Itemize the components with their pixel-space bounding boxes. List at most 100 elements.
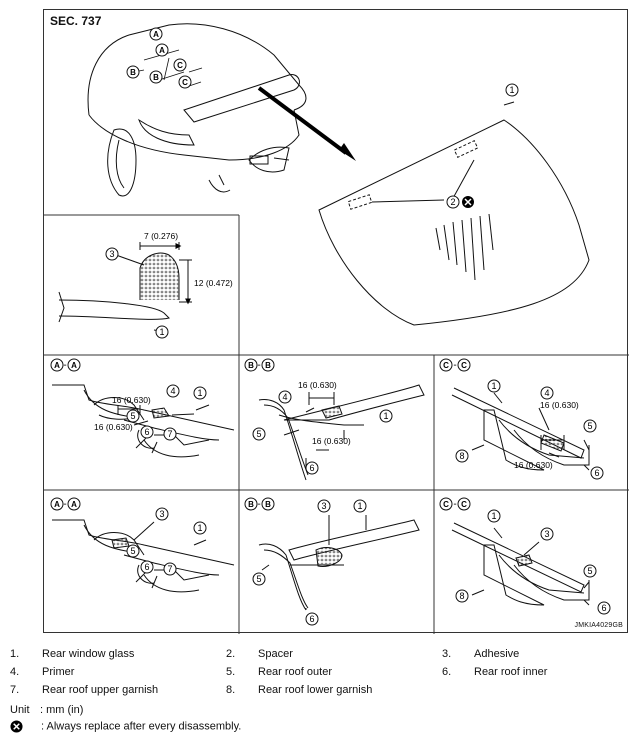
callout-label: 1 bbox=[491, 381, 496, 391]
section-callout: C bbox=[178, 75, 192, 89]
section-callout: C bbox=[457, 358, 471, 372]
section-separator: - bbox=[453, 360, 456, 371]
part-callout: 3 bbox=[155, 507, 169, 521]
callout-label: 1 bbox=[509, 85, 514, 95]
part-callout: 6 bbox=[140, 560, 154, 574]
callout-label: 3 bbox=[109, 249, 114, 259]
section-callout: A bbox=[67, 358, 81, 372]
callout-label: 4 bbox=[170, 386, 175, 396]
legend-label: Rear roof upper garnish bbox=[42, 684, 159, 696]
dimension-label: 16 (0.630) bbox=[540, 400, 579, 410]
part-callout: 6 bbox=[305, 612, 319, 626]
part-callout: 1 bbox=[487, 379, 501, 393]
callout-label: 5 bbox=[256, 574, 261, 584]
callout-label: 8 bbox=[459, 451, 464, 461]
section-callout: B bbox=[261, 497, 275, 511]
callout-label: 3 bbox=[321, 501, 326, 511]
section-c-c-bottom bbox=[451, 522, 590, 606]
section-separator: - bbox=[63, 360, 66, 371]
legend-label: Rear window glass bbox=[42, 648, 135, 660]
callout-label: A bbox=[159, 46, 165, 55]
unit-line: Unit: mm (in) bbox=[10, 704, 83, 716]
part-callout: 1 bbox=[193, 521, 207, 535]
legend-num: 6. bbox=[442, 666, 452, 678]
section-callout: A bbox=[67, 497, 81, 511]
part-callout: 1 bbox=[487, 509, 501, 523]
part-callout: 3 bbox=[540, 527, 554, 541]
part-callout: 2 bbox=[446, 195, 460, 209]
section-callout: B bbox=[244, 358, 258, 372]
legend-label: Rear roof lower garnish bbox=[258, 684, 373, 696]
section-b-b-bottom bbox=[258, 515, 420, 611]
part-callout: 1 bbox=[505, 83, 519, 97]
part-callout: 8 bbox=[455, 449, 469, 463]
part-callout: 5 bbox=[252, 572, 266, 586]
part-callout: 3 bbox=[317, 499, 331, 513]
part-callout: 5 bbox=[583, 564, 597, 578]
callout-label: 1 bbox=[491, 511, 496, 521]
section-b-b-top bbox=[258, 384, 425, 481]
callout-label: 5 bbox=[130, 546, 135, 556]
legend-num: 4. bbox=[10, 666, 20, 678]
section-callout: C bbox=[439, 358, 453, 372]
section-callout: B bbox=[244, 497, 258, 511]
section-callout: B bbox=[149, 70, 163, 84]
callout-label: B bbox=[130, 68, 136, 77]
dimension-label: 16 (0.630) bbox=[312, 436, 351, 446]
legend-num: 7. bbox=[10, 684, 20, 696]
section-callout: A bbox=[155, 43, 169, 57]
section-a-a-bottom bbox=[52, 519, 235, 593]
legend-label: Rear roof inner bbox=[474, 666, 548, 678]
replace-note-text: : Always replace after every disassembly… bbox=[41, 720, 242, 733]
pointer-arrow bbox=[257, 86, 356, 161]
dimension-label: 12 (0.472) bbox=[194, 278, 233, 288]
callout-label: 4 bbox=[544, 388, 549, 398]
callout-label: 1 bbox=[159, 327, 164, 337]
legend-num: 3. bbox=[442, 648, 452, 660]
callout-label: C bbox=[443, 500, 449, 509]
callout-label: 1 bbox=[197, 523, 202, 533]
adhesive-bead-cross-section bbox=[58, 242, 192, 333]
part-callout: 1 bbox=[193, 386, 207, 400]
part-callout: 1 bbox=[353, 499, 367, 513]
part-callout: 8 bbox=[455, 589, 469, 603]
legend-num: 1. bbox=[10, 648, 20, 660]
legend-label: Adhesive bbox=[474, 648, 520, 660]
callout-label: A bbox=[153, 30, 159, 39]
callout-label: 5 bbox=[256, 429, 261, 439]
callout-label: 6 bbox=[594, 468, 599, 478]
legend-num: 8. bbox=[226, 684, 236, 696]
dimension-labels-layer: 7 (0.276)12 (0.472)16 (0.630)16 (0.630)1… bbox=[94, 231, 579, 470]
replace-x-icon bbox=[10, 720, 23, 733]
figure-id: JMKIA4029GB bbox=[574, 622, 623, 629]
rear-glass-shape bbox=[318, 101, 590, 326]
legend-label: Rear roof outer bbox=[258, 666, 332, 678]
dimension-label: 16 (0.630) bbox=[94, 422, 133, 432]
section-callout: A bbox=[50, 497, 64, 511]
car-callout-lines bbox=[133, 49, 203, 87]
replace-x-icon bbox=[462, 196, 474, 208]
unit-label: Unit bbox=[10, 704, 30, 716]
panel-grid bbox=[44, 214, 629, 634]
callout-label: B bbox=[265, 500, 271, 509]
part-callout: 6 bbox=[590, 466, 604, 480]
legend-num: 5. bbox=[226, 666, 236, 678]
dimension-label: 16 (0.630) bbox=[112, 395, 151, 405]
part-callout: 4 bbox=[278, 390, 292, 404]
callout-label: 4 bbox=[282, 392, 287, 402]
part-callout: 5 bbox=[252, 427, 266, 441]
callout-label: 7 bbox=[167, 429, 172, 439]
car-rear-view bbox=[87, 23, 307, 197]
section-callout: B bbox=[126, 65, 140, 79]
part-callout: 6 bbox=[305, 461, 319, 475]
callout-label: A bbox=[71, 361, 77, 370]
callout-label: 5 bbox=[587, 421, 592, 431]
callout-label: C bbox=[182, 78, 188, 87]
section-c-c-top bbox=[451, 387, 590, 471]
legend-label: Primer bbox=[42, 666, 75, 678]
callout-label: B bbox=[248, 361, 254, 370]
part-callout: 5 bbox=[583, 419, 597, 433]
part-callout: 5 bbox=[126, 409, 140, 423]
callout-label: B bbox=[265, 361, 271, 370]
